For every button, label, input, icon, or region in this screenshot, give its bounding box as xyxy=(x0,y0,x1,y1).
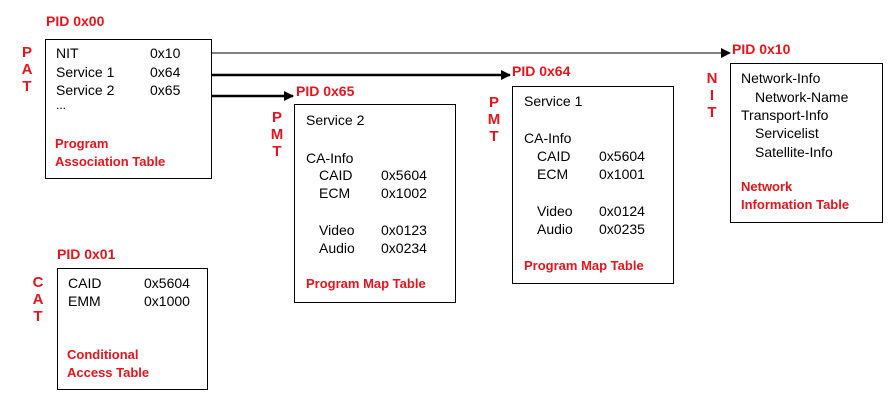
pat-letter-t: T xyxy=(22,78,32,95)
pmt1-ca-info: CA-Info xyxy=(524,130,572,146)
pmt2-service-name: Service 2 xyxy=(306,112,365,128)
pmt2-letter-p: P xyxy=(271,109,282,126)
nit-caption-line-1: Network xyxy=(741,179,793,194)
pat-letter-p: P xyxy=(21,44,32,61)
cat-letter-a: A xyxy=(32,291,44,308)
pmt1-row-value: 0x0235 xyxy=(599,221,645,237)
pmt2-row-value: 0x5604 xyxy=(381,167,427,183)
cat-letter-t: T xyxy=(33,308,43,325)
pmt1-row-value: 0x1001 xyxy=(599,166,645,182)
pmt2-box: Service 2 CA-Info CAID 0x5604 ECM 0x1002… xyxy=(294,104,456,303)
pmt1-row-name: Audio xyxy=(537,221,573,237)
pmt2-vertical-label: P M T xyxy=(270,109,284,160)
cat-row-value: 0x5604 xyxy=(144,275,190,291)
pmt2-row-value: 0x0123 xyxy=(381,222,427,238)
pmt1-row-value: 0x0124 xyxy=(599,203,645,219)
pmt1-row-name: CAID xyxy=(537,148,571,164)
pat-vertical-label: P A T xyxy=(20,44,34,95)
pmt1-vertical-label: P M T xyxy=(487,94,501,145)
nit-line-satellite-info: Satellite-Info xyxy=(755,144,833,160)
pat-row-name: Service 2 xyxy=(56,82,115,98)
cat-row-value: 0x1000 xyxy=(144,293,190,309)
pmt2-row-value: 0x1002 xyxy=(381,185,427,201)
nit-letter-n: N xyxy=(706,70,718,87)
nit-letter-t: T xyxy=(707,104,717,121)
pat-row-name: Service 1 xyxy=(56,64,115,80)
pat-caption: Program Association Table xyxy=(55,135,165,171)
cat-pid-label: PID 0x01 xyxy=(57,246,116,262)
cat-row-name: EMM xyxy=(68,293,101,309)
pmt1-row-name: Video xyxy=(537,203,573,219)
pmt1-letter-m: M xyxy=(487,111,501,128)
pmt2-row-name: CAID xyxy=(319,167,353,183)
pmt2-letter-m: M xyxy=(270,126,284,143)
pat-caption-line-1: Program xyxy=(55,136,109,151)
pmt2-row-name: Audio xyxy=(319,240,355,256)
pmt1-letter-t: T xyxy=(489,128,499,145)
pmt2-letter-t: T xyxy=(272,143,282,160)
cat-caption-line-1: Conditional xyxy=(67,347,139,362)
pat-caption-line-2: Association Table xyxy=(55,154,166,169)
cat-row-name: CAID xyxy=(68,275,102,291)
pat-letter-a: A xyxy=(21,61,33,78)
pmt1-row-value: 0x5604 xyxy=(599,148,645,164)
pmt2-row-value: 0x0234 xyxy=(381,240,427,256)
pmt2-row-name: ECM xyxy=(319,185,351,201)
nit-line-servicelist: Servicelist xyxy=(755,125,819,141)
nit-line-network-name: Network-Name xyxy=(755,89,849,105)
cat-vertical-label: C A T xyxy=(31,274,45,325)
pmt2-ca-info: CA-Info xyxy=(306,150,354,166)
pmt1-caption: Program Map Table xyxy=(524,258,644,273)
cat-caption-line-2: Access Table xyxy=(67,365,150,380)
pat-row-name: NIT xyxy=(56,45,79,61)
nit-caption-line-2: Information Table xyxy=(741,197,850,212)
pmt1-box: Service 1 CA-Info CAID 0x5604 ECM 0x1001… xyxy=(512,86,674,284)
pmt2-pid-label: PID 0x65 xyxy=(296,83,355,99)
pat-row-value: 0x64 xyxy=(150,64,181,80)
pat-ellipsis: ... xyxy=(56,98,67,112)
pmt1-service-name: Service 1 xyxy=(524,93,583,109)
pat-box: NIT 0x10 Service 1 0x64 Service 2 0x65 .… xyxy=(45,39,212,179)
pmt2-caption: Program Map Table xyxy=(306,276,426,291)
pat-row-value: 0x10 xyxy=(150,45,181,61)
pat-pid-label: PID 0x00 xyxy=(46,13,105,29)
pmt1-letter-p: P xyxy=(488,94,499,111)
nit-box: Network-Info Network-Name Transport-Info… xyxy=(730,63,883,223)
cat-letter-c: C xyxy=(32,274,44,291)
pat-row-value: 0x65 xyxy=(150,82,181,98)
cat-caption: Conditional Access Table xyxy=(67,346,149,382)
nit-vertical-label: N I T xyxy=(705,70,719,121)
nit-letter-i: I xyxy=(709,87,715,104)
pmt2-row-name: Video xyxy=(319,222,355,238)
nit-pid-label: PID 0x10 xyxy=(732,41,791,57)
nit-line-network-info: Network-Info xyxy=(741,70,821,86)
pmt1-pid-label: PID 0x64 xyxy=(512,63,571,79)
nit-caption: Network Information Table xyxy=(741,178,849,214)
cat-box: CAID 0x5604 EMM 0x1000 Conditional Acces… xyxy=(57,268,208,390)
pmt1-row-name: ECM xyxy=(537,166,569,182)
nit-line-transport-info: Transport-Info xyxy=(741,107,829,123)
